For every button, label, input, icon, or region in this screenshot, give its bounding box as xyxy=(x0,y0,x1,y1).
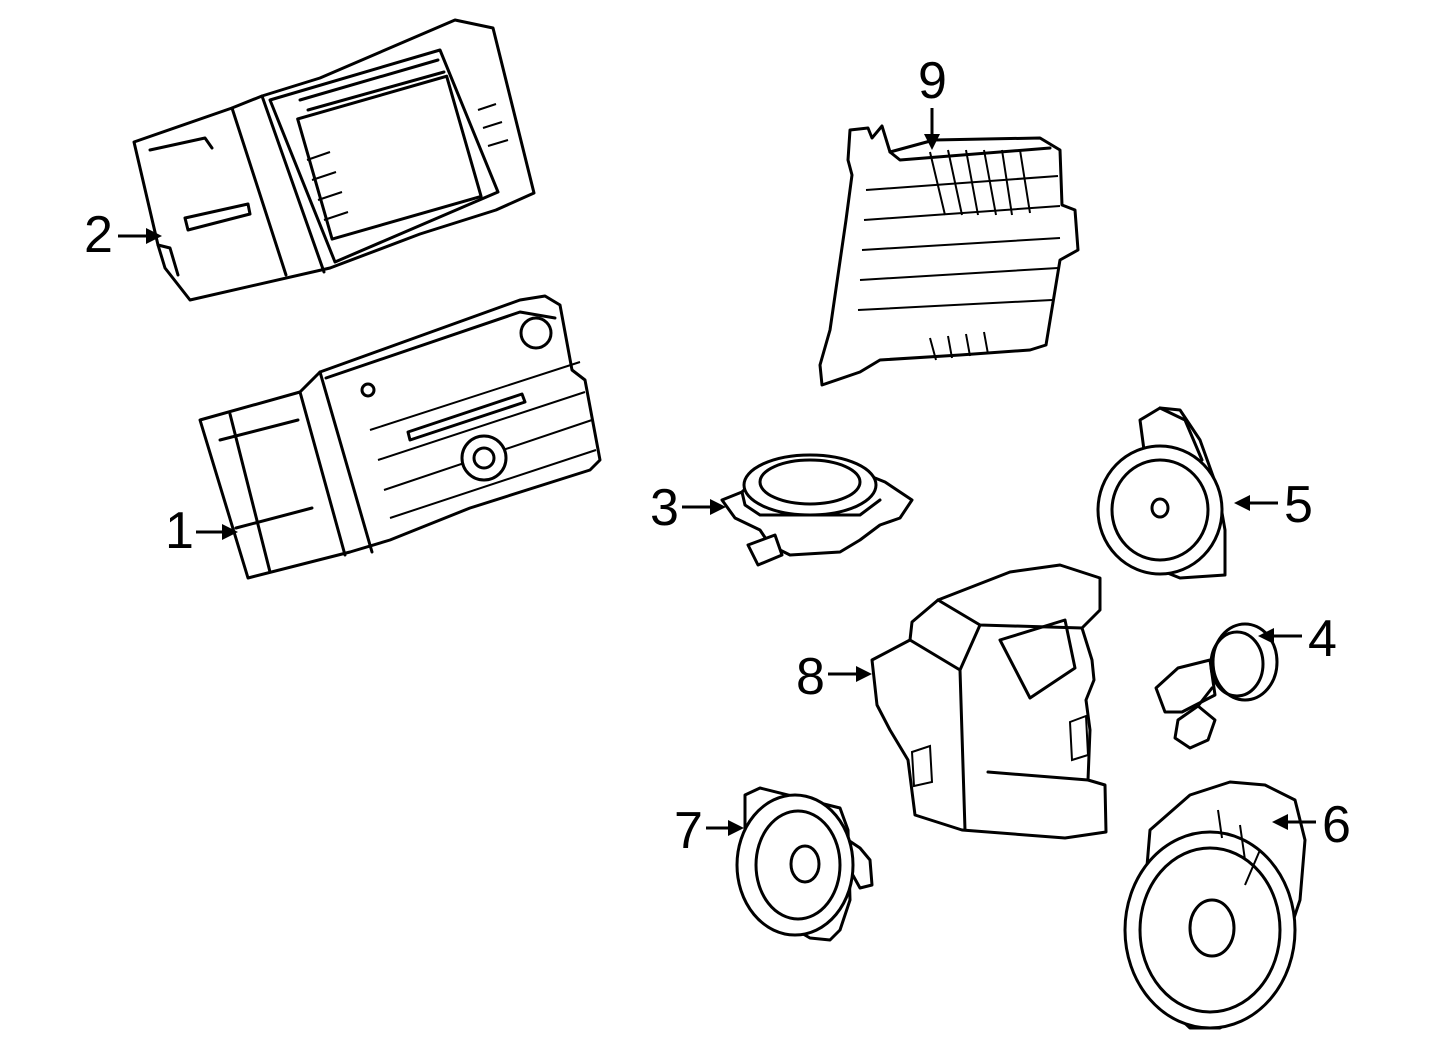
tweeter-speaker-icon[interactable] xyxy=(720,453,914,567)
callout-label-8: 8 xyxy=(796,648,825,706)
small-speaker-icon[interactable] xyxy=(1154,622,1279,750)
door-speaker-icon[interactable] xyxy=(1096,406,1227,580)
callout-label-3: 3 xyxy=(650,479,679,537)
front-door-speaker-icon[interactable] xyxy=(1123,780,1307,1030)
callout-5: 5 xyxy=(1234,476,1313,534)
callout-9: 9 xyxy=(918,52,947,150)
callout-7: 7 xyxy=(674,802,744,860)
callout-4: 4 xyxy=(1258,610,1337,668)
radio-receiver-icon[interactable] xyxy=(198,294,602,580)
callout-1: 1 xyxy=(165,502,238,560)
callout-label-2: 2 xyxy=(84,206,113,264)
callout-label-4: 4 xyxy=(1308,610,1337,668)
navigation-display-unit-icon[interactable] xyxy=(132,18,536,302)
callout-label-7: 7 xyxy=(674,802,703,860)
rear-speaker-icon[interactable] xyxy=(735,786,874,942)
subwoofer-enclosure-icon[interactable] xyxy=(870,563,1108,840)
callout-label-5: 5 xyxy=(1284,476,1313,534)
callout-label-9: 9 xyxy=(918,52,947,110)
amplifier-icon[interactable] xyxy=(818,124,1080,387)
callout-label-6: 6 xyxy=(1322,796,1351,854)
callout-2: 2 xyxy=(84,206,162,264)
callout-6: 6 xyxy=(1272,796,1351,854)
callout-label-1: 1 xyxy=(165,502,194,560)
callout-8: 8 xyxy=(796,648,872,706)
callout-3: 3 xyxy=(650,479,726,537)
